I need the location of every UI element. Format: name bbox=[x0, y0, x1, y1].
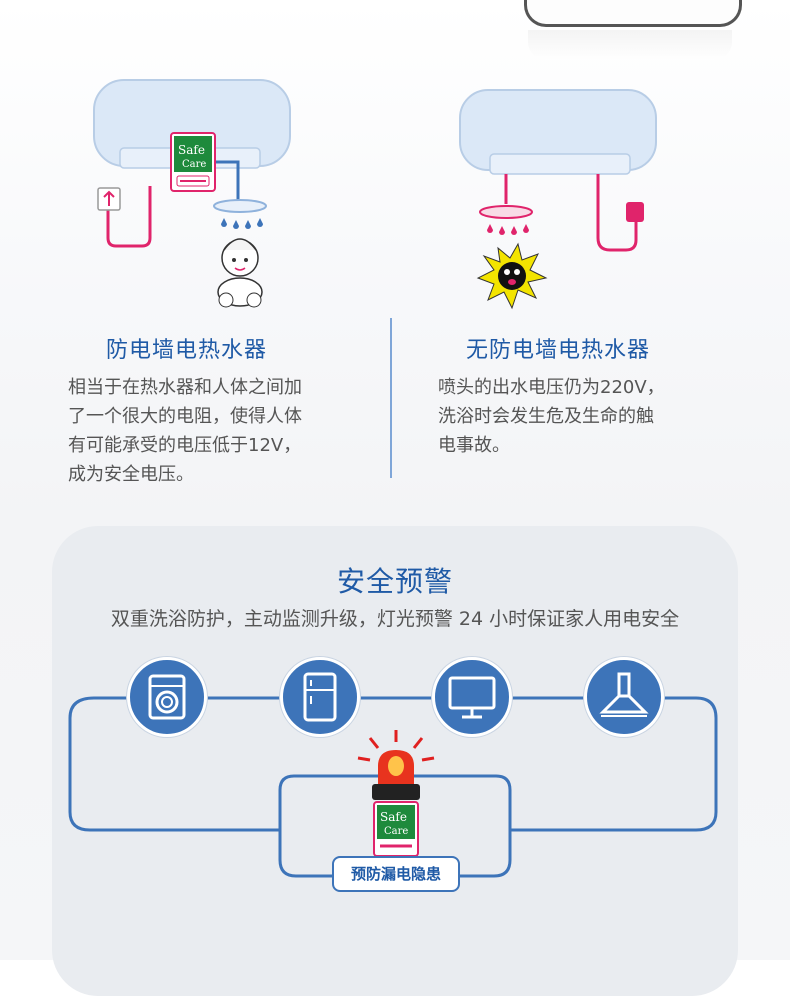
left-heater-illustration bbox=[93, 79, 291, 308]
leakage-warning-badge: 预防漏电隐患 bbox=[332, 856, 460, 892]
circuit-loop bbox=[68, 696, 718, 878]
alarm-light-icon: Safe Care bbox=[357, 730, 435, 856]
washing-machine-icon bbox=[127, 657, 207, 737]
device-reflection bbox=[528, 30, 732, 60]
column-divider bbox=[390, 318, 392, 478]
right-column-description: 喷头的出水电压仍为220V， 洗浴时会发生危及生命的触 电事故。 bbox=[438, 377, 665, 456]
right-heater-illustration bbox=[459, 89, 657, 310]
warning-title: 安全预警 bbox=[336, 565, 453, 598]
refrigerator-icon bbox=[280, 657, 360, 737]
device-bottom-edge bbox=[524, 0, 742, 27]
warning-subtitle: 双重洗浴防护，主动监测升级，灯光预警 24 小时保证家人用电安全 bbox=[110, 608, 680, 630]
right-column-title: 无防电墙电热水器 bbox=[466, 338, 651, 363]
monitor-icon bbox=[432, 657, 512, 737]
logo-safe-text: Safe bbox=[178, 143, 205, 157]
left-column-title: 防电墙电热水器 bbox=[106, 338, 268, 363]
alarm-logo-safe-text: Safe bbox=[380, 810, 407, 824]
logo-care-text: Care bbox=[182, 159, 206, 170]
left-column-description: 相当于在热水器和人体之间加 了一个很大的电阻，使得人体 有可能承受的电压低于12… bbox=[68, 377, 302, 485]
range-hood-icon bbox=[584, 657, 664, 737]
alarm-logo-care-text: Care bbox=[384, 826, 408, 837]
safe-care-logo: Safe Care bbox=[170, 132, 216, 192]
